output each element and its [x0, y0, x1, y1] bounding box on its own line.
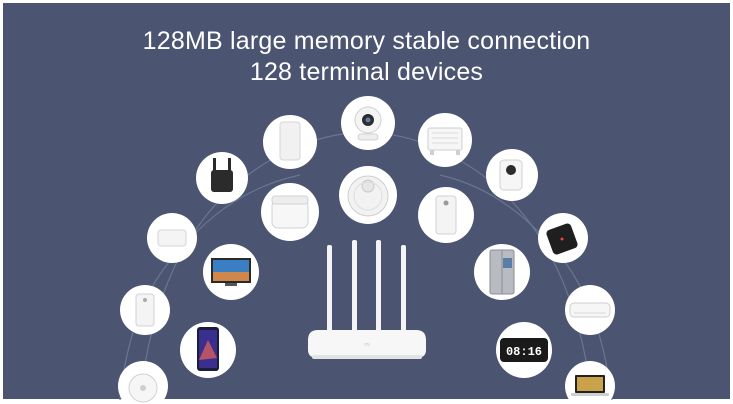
- air-conditioner-icon: [569, 302, 611, 318]
- headline-line-1: 128MB large memory stable connection: [142, 27, 591, 55]
- smartphone-icon: [197, 327, 219, 371]
- wifi-extender-icon: [211, 158, 233, 192]
- clock-display: 08:16: [506, 345, 542, 359]
- router: mi: [308, 240, 426, 359]
- laptop-icon: [571, 375, 609, 396]
- router-brand-mark: mi: [364, 342, 369, 348]
- tv-box-icon: [546, 223, 578, 255]
- device-webcam: [486, 149, 538, 201]
- device-smart-hub: [147, 213, 197, 263]
- smart-hub-icon: [157, 229, 187, 247]
- security-camera-icon: [354, 106, 382, 141]
- device-wifi-extender: [196, 152, 248, 204]
- rice-cooker-icon: [271, 195, 309, 229]
- webcam-icon: [499, 159, 523, 191]
- device-clock: 08:16: [496, 322, 552, 378]
- robot-vacuum-icon: [347, 175, 389, 217]
- device-heater: [418, 113, 472, 167]
- digital-clock-icon: 08:16: [500, 338, 548, 362]
- device-smartphone: [180, 322, 236, 378]
- router-icon: mi: [308, 240, 426, 359]
- device-refrigerator: [474, 244, 530, 300]
- device-security-camera: [341, 96, 395, 150]
- headline-line-2: 128 terminal devices: [249, 58, 484, 86]
- television-icon: [211, 258, 251, 286]
- smart-speaker-icon: [279, 121, 301, 161]
- fan-icon: [128, 373, 158, 403]
- device-television: [203, 244, 259, 300]
- device-speaker: [263, 115, 317, 169]
- device-air-purifier-center: [418, 187, 474, 243]
- heater-icon: [427, 127, 463, 155]
- device-air-conditioner: [565, 285, 615, 335]
- device-tv-box: [538, 213, 588, 263]
- device-fan: [118, 361, 168, 404]
- air-purifier-icon: [435, 195, 457, 235]
- device-rice-cooker: [261, 183, 319, 241]
- device-robot-vacuum: [339, 166, 397, 224]
- headline: 128MB large memory stable connection 128…: [0, 26, 733, 88]
- refrigerator-icon: [489, 249, 515, 295]
- device-laptop: [565, 361, 615, 404]
- air-purifier-icon: [135, 293, 155, 327]
- device-air-purifier-left: [120, 285, 170, 335]
